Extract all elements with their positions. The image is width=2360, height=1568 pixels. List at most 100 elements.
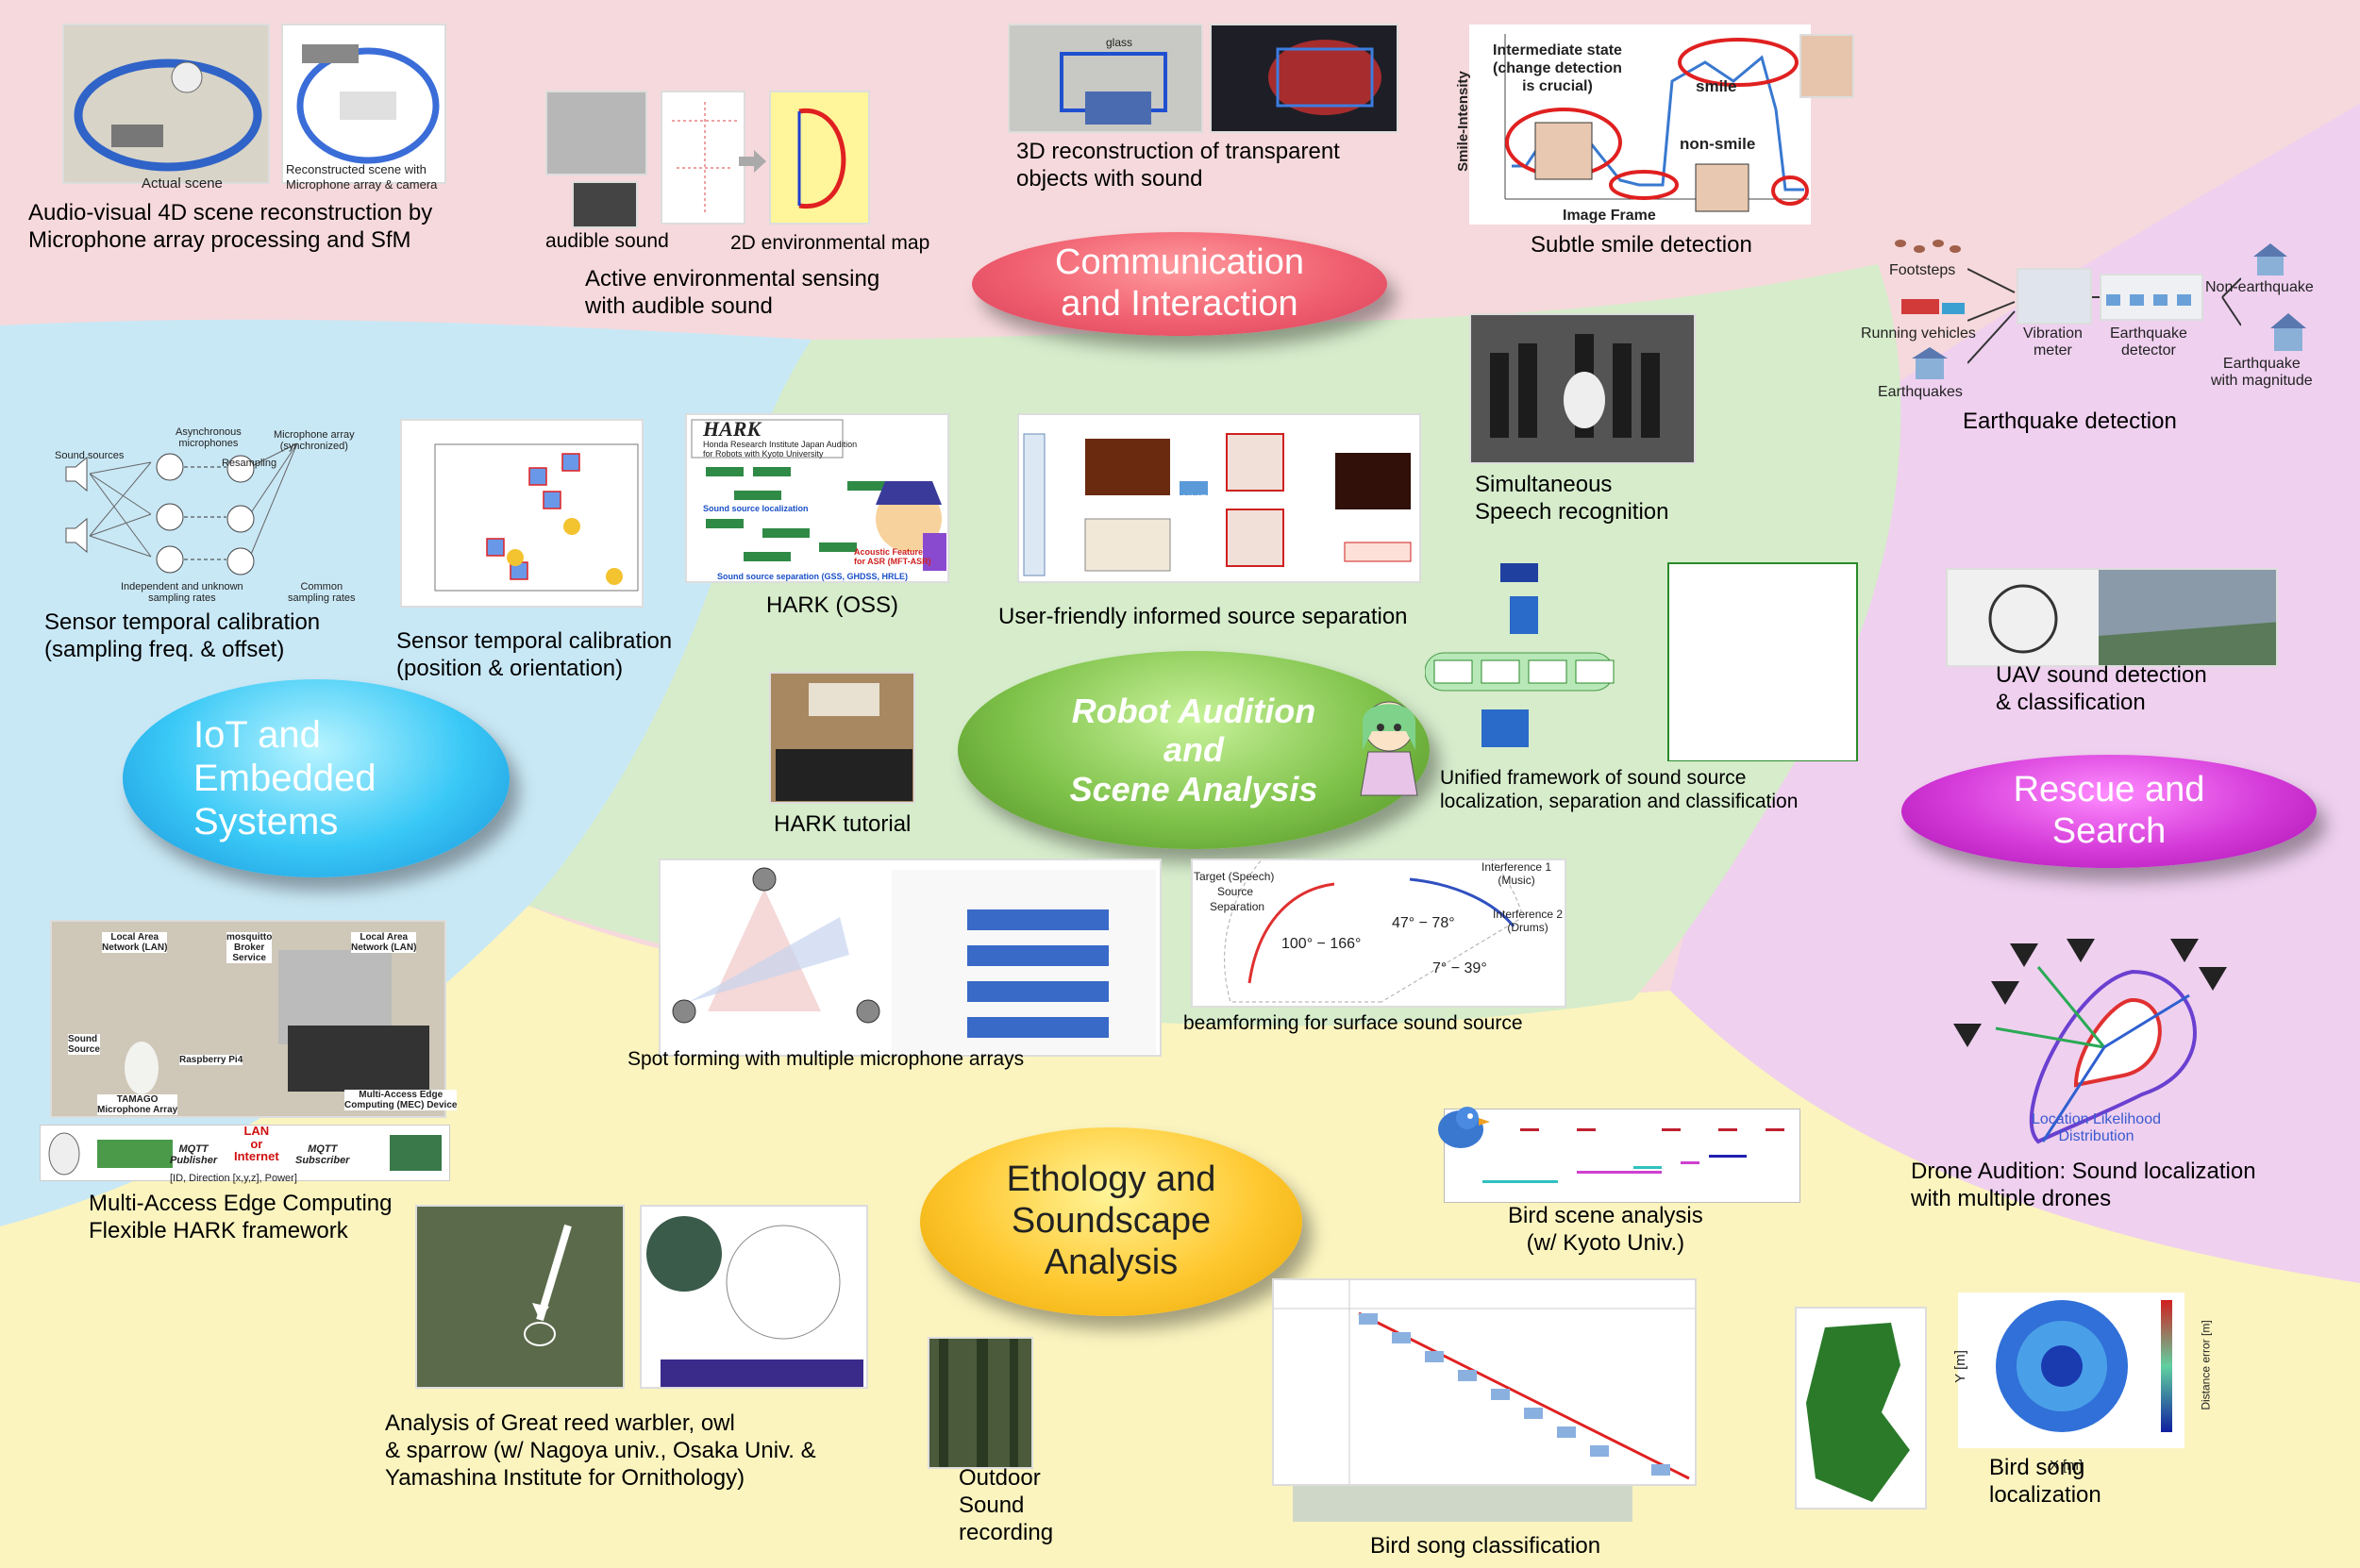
warbler-label: Analysis of Great reed warbler, owl & sp… [385,1410,816,1491]
warbler-map-image [415,1205,625,1389]
bird-loc-polar [1958,1293,2184,1448]
sensor-pos-plot [400,419,644,608]
bf-range2-label: 47° − 78° [1392,915,1455,931]
bird-photos-strip [1293,1486,1632,1522]
av4d-reconstruction-image [281,24,446,184]
footsteps-icon [1891,236,1963,257]
audible-sound-label: audible sound [545,230,669,252]
mec-tamago-label: TAMAGO Microphone Array [97,1094,178,1115]
drone-label: Drone Audition: Sound localization with … [1911,1159,2256,1211]
bf-range1-label: 100° − 166° [1281,936,1362,952]
earthquakes-icon [1902,347,1959,381]
env-diagram-image [661,91,745,225]
smile-label: Subtle smile detection [1531,232,1752,258]
mec-pi-label: Raspberry Pi4 [179,1055,243,1065]
loc-xlabel: X [m] [2050,1458,2084,1474]
informed-separation-diagram [1017,413,1421,583]
smile-smile-label: smile [1696,77,1737,95]
sf-array-label: Microphone array (synchronized) [274,429,355,452]
sf-async-label: Asynchronous microphones [176,426,242,449]
bird-loc-map [1795,1307,1927,1510]
hark-label: HARK (OSS) [766,592,899,618]
spot-label: Spot forming with multiple microphone ar… [628,1048,1025,1070]
bird-scene-image [1444,1109,1800,1203]
mec-source-label: Sound Source [68,1034,100,1055]
mec-device-label: Multi-Access Edge Computing (MEC) Device [344,1090,458,1110]
transparent-label: 3D reconstruction of transparent objects… [1016,139,1340,192]
hark-tutorial-label: HARK tutorial [774,811,912,837]
smile-intermediate-label: Intermediate state (change detection is … [1493,42,1622,95]
eq-magnitude-icon [2263,311,2319,353]
hark-sss-label: Sound source separation (GSS, GHDSS, HRL… [717,572,909,581]
smile-xlabel: Image Frame [1563,208,1656,224]
hark-sub-label: Honda Research Institute Japan Audition … [703,440,858,459]
av4d-label: Audio-visual 4D scene reconstruction by … [28,200,433,253]
mec-lan1-label: Local Area Network (LAN) [102,932,168,953]
warbler-polar-image [640,1205,868,1389]
eq-magnitude-label: Earthquake with magnitude [2211,356,2313,389]
bf-source-label: Source [1217,885,1254,898]
sf-indep-label: Independent and unknown sampling rates [121,581,243,604]
beamforming-diagram [1191,859,1566,1008]
hark-tutorial-photo [769,672,915,804]
mec-diagram [40,1125,450,1181]
sf-common-label: Common sampling rates [288,581,356,604]
outdoor-recording-photo [928,1337,1033,1469]
hark-ssl-label: Sound source localization [703,504,809,513]
eq-non-label: Non-earthquake [2205,279,2314,295]
bf-int2-label: Interference 2 (Drums) [1493,908,1564,934]
sf-sources-label: Sound sources [55,450,125,461]
glass-scene-image [1008,24,1203,133]
av4d-actual-image [62,24,270,184]
bird-class-label: Bird song classification [1370,1533,1601,1559]
eq-earthquakes-label: Earthquakes [1878,384,1963,400]
av4d-recon-label: Reconstructed scene with Microphone arra… [286,162,438,192]
mec-lanor-label: LAN or Internet [234,1124,279,1164]
unified-label: Unified framework of sound source locali… [1440,767,1799,813]
hub-ethology-soundscape: Ethology and Soundscape Analysis [920,1127,1302,1316]
informed-label: User-friendly informed source separation [998,604,1408,629]
non-earthquake-icon [2248,242,2295,277]
sf-resampling-label: Resampling [222,458,277,469]
audible-sound-room-image [545,91,647,175]
hub-iot-embedded: IoT and Embedded Systems [123,679,510,877]
bird-scene-label: Bird scene analysis (w/ Kyoto Univ.) [1508,1203,1703,1256]
bird-loc-label: Bird song localization [1989,1455,2101,1508]
eq-footsteps-label: Footsteps [1889,262,1956,278]
outdoor-label: Outdoor Sound recording [959,1465,1054,1545]
earthquake-label: Earthquake detection [1963,409,2177,434]
active-env-label: Active environmental sensing with audibl… [585,266,880,319]
mec-broker-label: mosquitto Broker Service [226,932,273,963]
sensor-freq-label: Sensor temporal calibration (sampling fr… [44,609,321,662]
vehicles-icon [1897,286,1967,324]
bf-target-label: Target (Speech) [1194,870,1275,883]
nmf-label: NMF [1182,492,1207,506]
hark-diagram [685,413,949,583]
simultaneous-photo [1469,313,1696,464]
mec-pub-label: MQTT Publisher [170,1143,218,1166]
simultaneous-label: Simultaneous Speech recognition [1475,472,1669,525]
uav-photo [1946,568,2278,667]
eq-detector-image [2100,274,2203,321]
transparent-recon-image [1210,24,1398,133]
vibration-meter-image [2017,268,2092,325]
av4d-actual-label: Actual scene [142,175,223,192]
drone-audition-diagram [1934,925,2227,1151]
mec-lan2-label: Local Area Network (LAN) [351,932,417,953]
hub-robot-audition: Robot Audition and Scene Analysis [958,651,1430,849]
sensor-pos-label: Sensor temporal calibration (position & … [396,628,673,681]
audible-sound-speaker-image [572,181,638,228]
arrow-right-icon [739,150,766,173]
eq-detector-label: Earthquake detector [2110,325,2187,359]
unified-framework-diagram [1425,559,1859,761]
eq-meter-label: Vibration meter [2023,325,2083,359]
hark-mascot-icon [1360,701,1418,796]
spot-forming-diagram [659,859,1162,1057]
sensor-freq-diagram [47,425,349,602]
mec-id-label: [ID, Direction [x,y,z], Power] [170,1173,297,1184]
smile-chart [1469,25,1811,225]
smile-ylabel: Smile-Intensity [1454,71,1471,172]
bf-range3-label: 7° − 39° [1432,960,1487,976]
hub-communication-interaction: Communication and Interaction [972,232,1387,336]
env-map-image [769,91,870,225]
